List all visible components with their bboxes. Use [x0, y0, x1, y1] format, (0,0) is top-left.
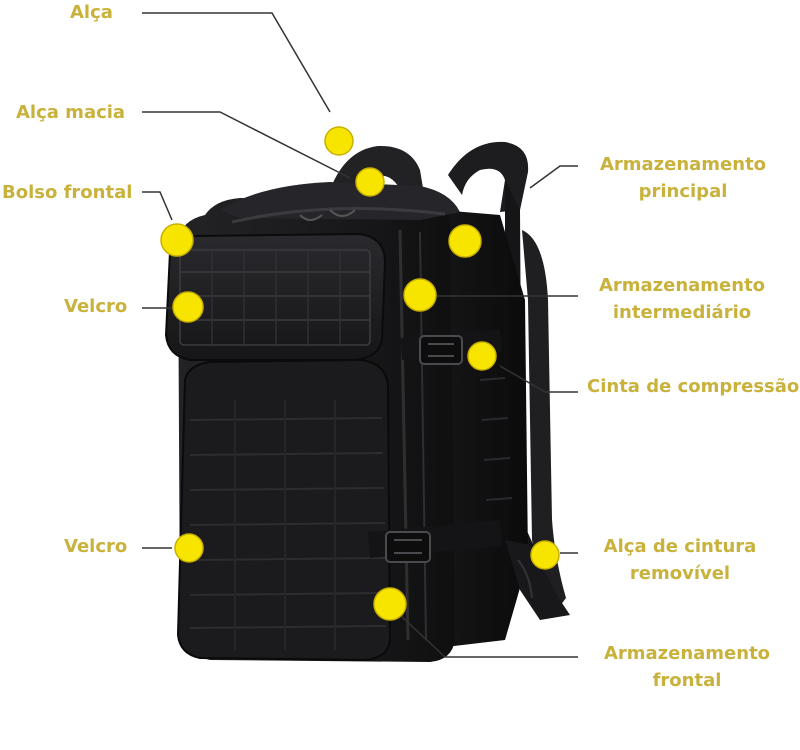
leader-alca — [142, 12, 331, 113]
marker-alca-cintura — [530, 540, 560, 570]
label-alca: Alça — [70, 2, 113, 23]
label-cinta-compressao: Cinta de compressão — [587, 376, 800, 397]
label-armazenamento-frontal: Armazenamento frontal — [603, 643, 771, 691]
side-details — [479, 377, 513, 501]
label-armazenamento-principal: Armazenamento principal — [599, 154, 767, 202]
leader-lines — [142, 12, 578, 658]
label-bolso-frontal: Bolso frontal — [2, 182, 133, 203]
marker-alca-macia — [355, 167, 385, 197]
zipper-pulls — [299, 209, 356, 221]
marker-armazenamento-intermediario — [403, 278, 437, 312]
leader-bolso-frontal — [142, 191, 173, 221]
waist-strap — [505, 540, 570, 620]
marker-velcro-top — [172, 291, 204, 323]
label-velcro-top: Velcro — [64, 296, 128, 317]
leader-alca-macia — [142, 111, 351, 179]
marker-armazenamento-principal — [448, 224, 482, 258]
label-velcro-bottom: Velcro — [64, 536, 128, 557]
leader-cinta-compressao — [499, 365, 578, 393]
leader-armazenamento-principal — [529, 165, 578, 189]
lower-front-pocket — [176, 358, 392, 662]
markers — [160, 126, 560, 621]
label-alca-cintura: Alça de cintura removível — [603, 536, 757, 584]
leader-armazenamento-frontal — [399, 614, 578, 658]
label-alca-macia: Alça macia — [16, 102, 126, 123]
marker-armazenamento-frontal — [373, 587, 407, 621]
marker-cinta-compressao — [467, 341, 497, 371]
marker-bolso-frontal — [160, 223, 194, 257]
label-armazenamento-intermediario: Armazenamento intermediário — [598, 275, 766, 323]
marker-velcro-bottom — [174, 533, 204, 563]
marker-alca — [324, 126, 354, 156]
compression-straps — [368, 330, 502, 563]
